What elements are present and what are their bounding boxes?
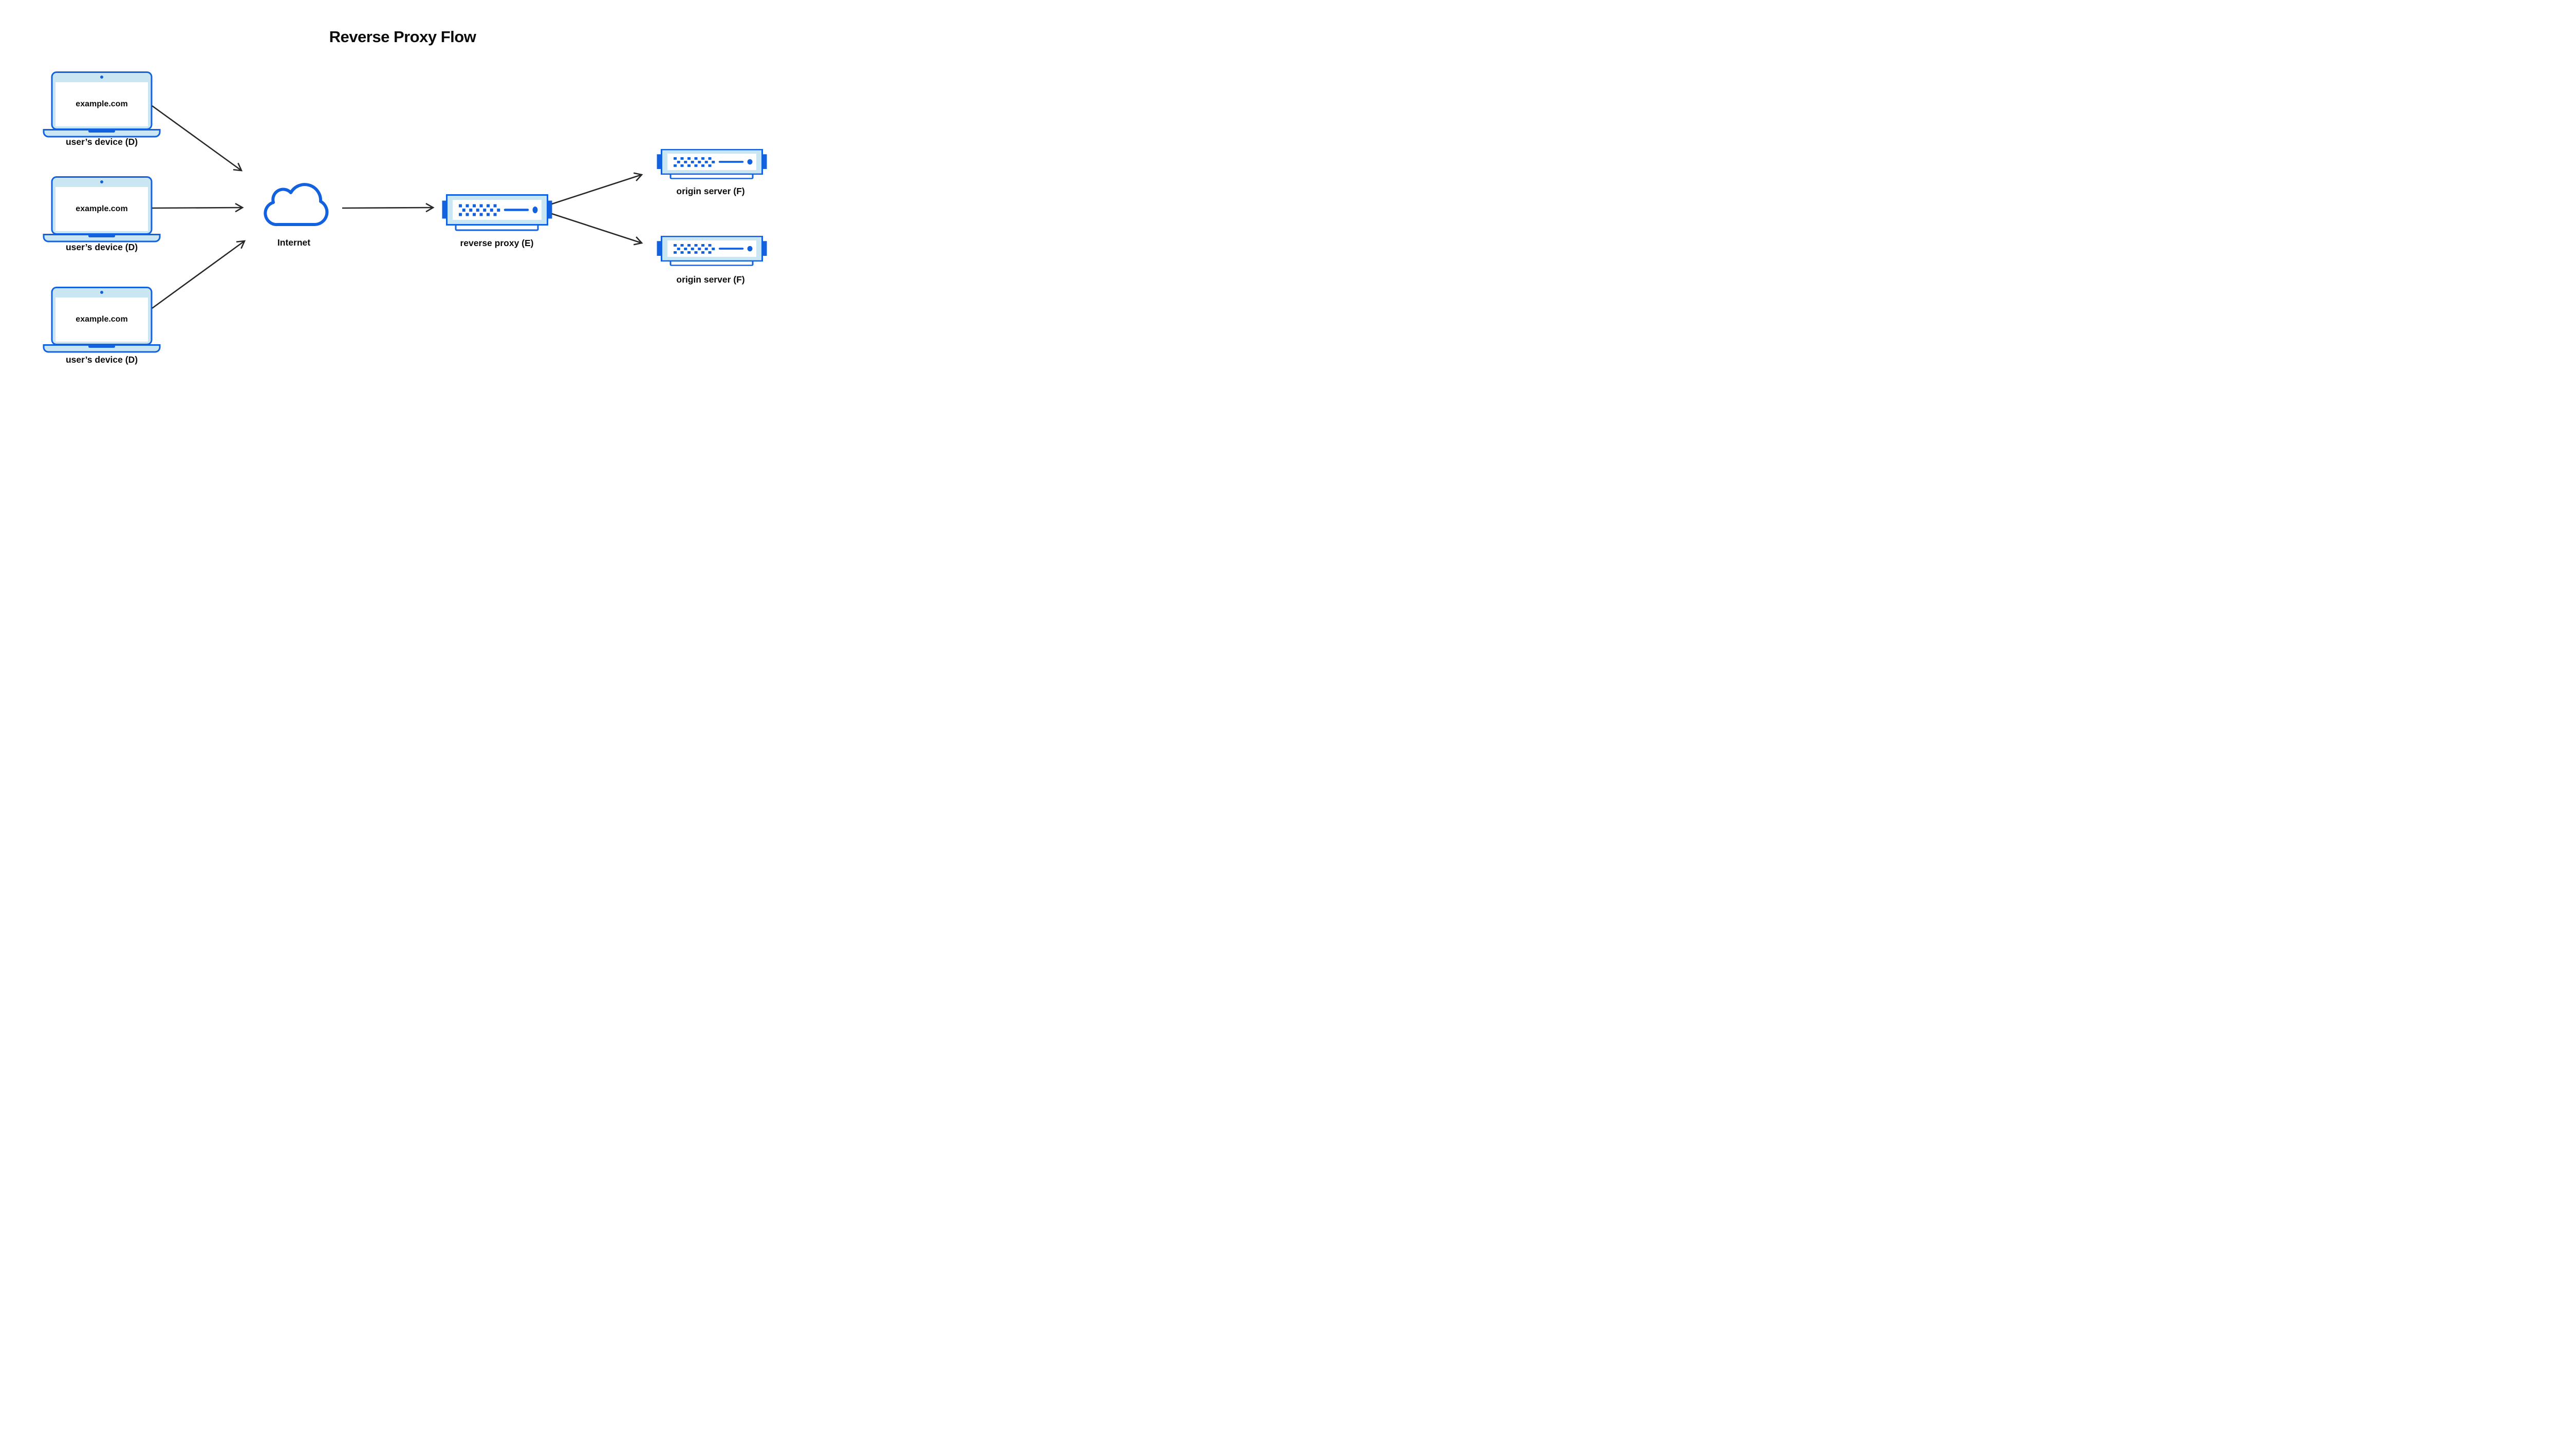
laptop-base-notch [88, 345, 115, 348]
server-right-tab [761, 154, 767, 169]
device-node-1: example.com [43, 71, 161, 138]
arrow-proxy-to-origin2 [551, 213, 643, 246]
webcam-dot [100, 180, 103, 183]
server-right-tab [547, 200, 552, 219]
device-caption-3: user’s device (D) [65, 354, 138, 365]
laptop-base-notch [88, 129, 115, 133]
server-icon [657, 149, 767, 179]
laptop-screen [55, 297, 148, 342]
laptop-icon [43, 287, 161, 353]
laptop-icon [43, 71, 161, 138]
arrow-proxy-to-origin1 [551, 172, 643, 205]
server-right-tab [761, 241, 767, 256]
laptop-base-notch [88, 234, 115, 237]
device-screen-text: example.com [76, 100, 128, 108]
device-screen-text: example.com [76, 315, 128, 324]
server-led-dot [532, 207, 538, 213]
webcam-dot [100, 291, 103, 294]
server-left-tab [657, 154, 662, 169]
reverse-proxy-caption: reverse proxy (E) [460, 238, 534, 248]
cloud-outline [264, 183, 329, 227]
device-node-3: example.com [43, 287, 161, 353]
origin-server-node-2 [654, 236, 770, 269]
origin-server-caption-1: origin server (F) [676, 186, 745, 196]
origin-server-node-1 [654, 149, 770, 182]
server-icon [442, 194, 552, 231]
diagram-canvas: Reverse Proxy Flow example.com user’s de… [0, 0, 805, 403]
reverse-proxy-node [439, 194, 555, 234]
page-title: Reverse Proxy Flow [329, 28, 476, 46]
laptop-screen [55, 187, 148, 231]
server-vent-dots [459, 204, 500, 216]
server-left-tab [442, 200, 448, 219]
internet-node [252, 179, 334, 228]
server-icon [657, 236, 767, 266]
origin-server-caption-2: origin server (F) [676, 274, 745, 285]
device-caption-2: user’s device (D) [65, 242, 138, 252]
webcam-dot [100, 76, 103, 79]
cloud-icon [264, 183, 329, 227]
laptop-screen [55, 82, 148, 126]
server-left-tab [657, 241, 662, 256]
server-vent-dots [674, 244, 715, 254]
server-led-dot [747, 159, 753, 165]
server-led-dot [747, 246, 753, 252]
internet-caption: Internet [277, 237, 311, 248]
device-caption-1: user’s device (D) [65, 137, 138, 147]
laptop-base [43, 344, 161, 353]
laptop-icon [43, 176, 161, 242]
device-screen-text: example.com [76, 204, 128, 213]
device-node-2: example.com [43, 176, 161, 243]
server-vent-dots [674, 157, 715, 167]
